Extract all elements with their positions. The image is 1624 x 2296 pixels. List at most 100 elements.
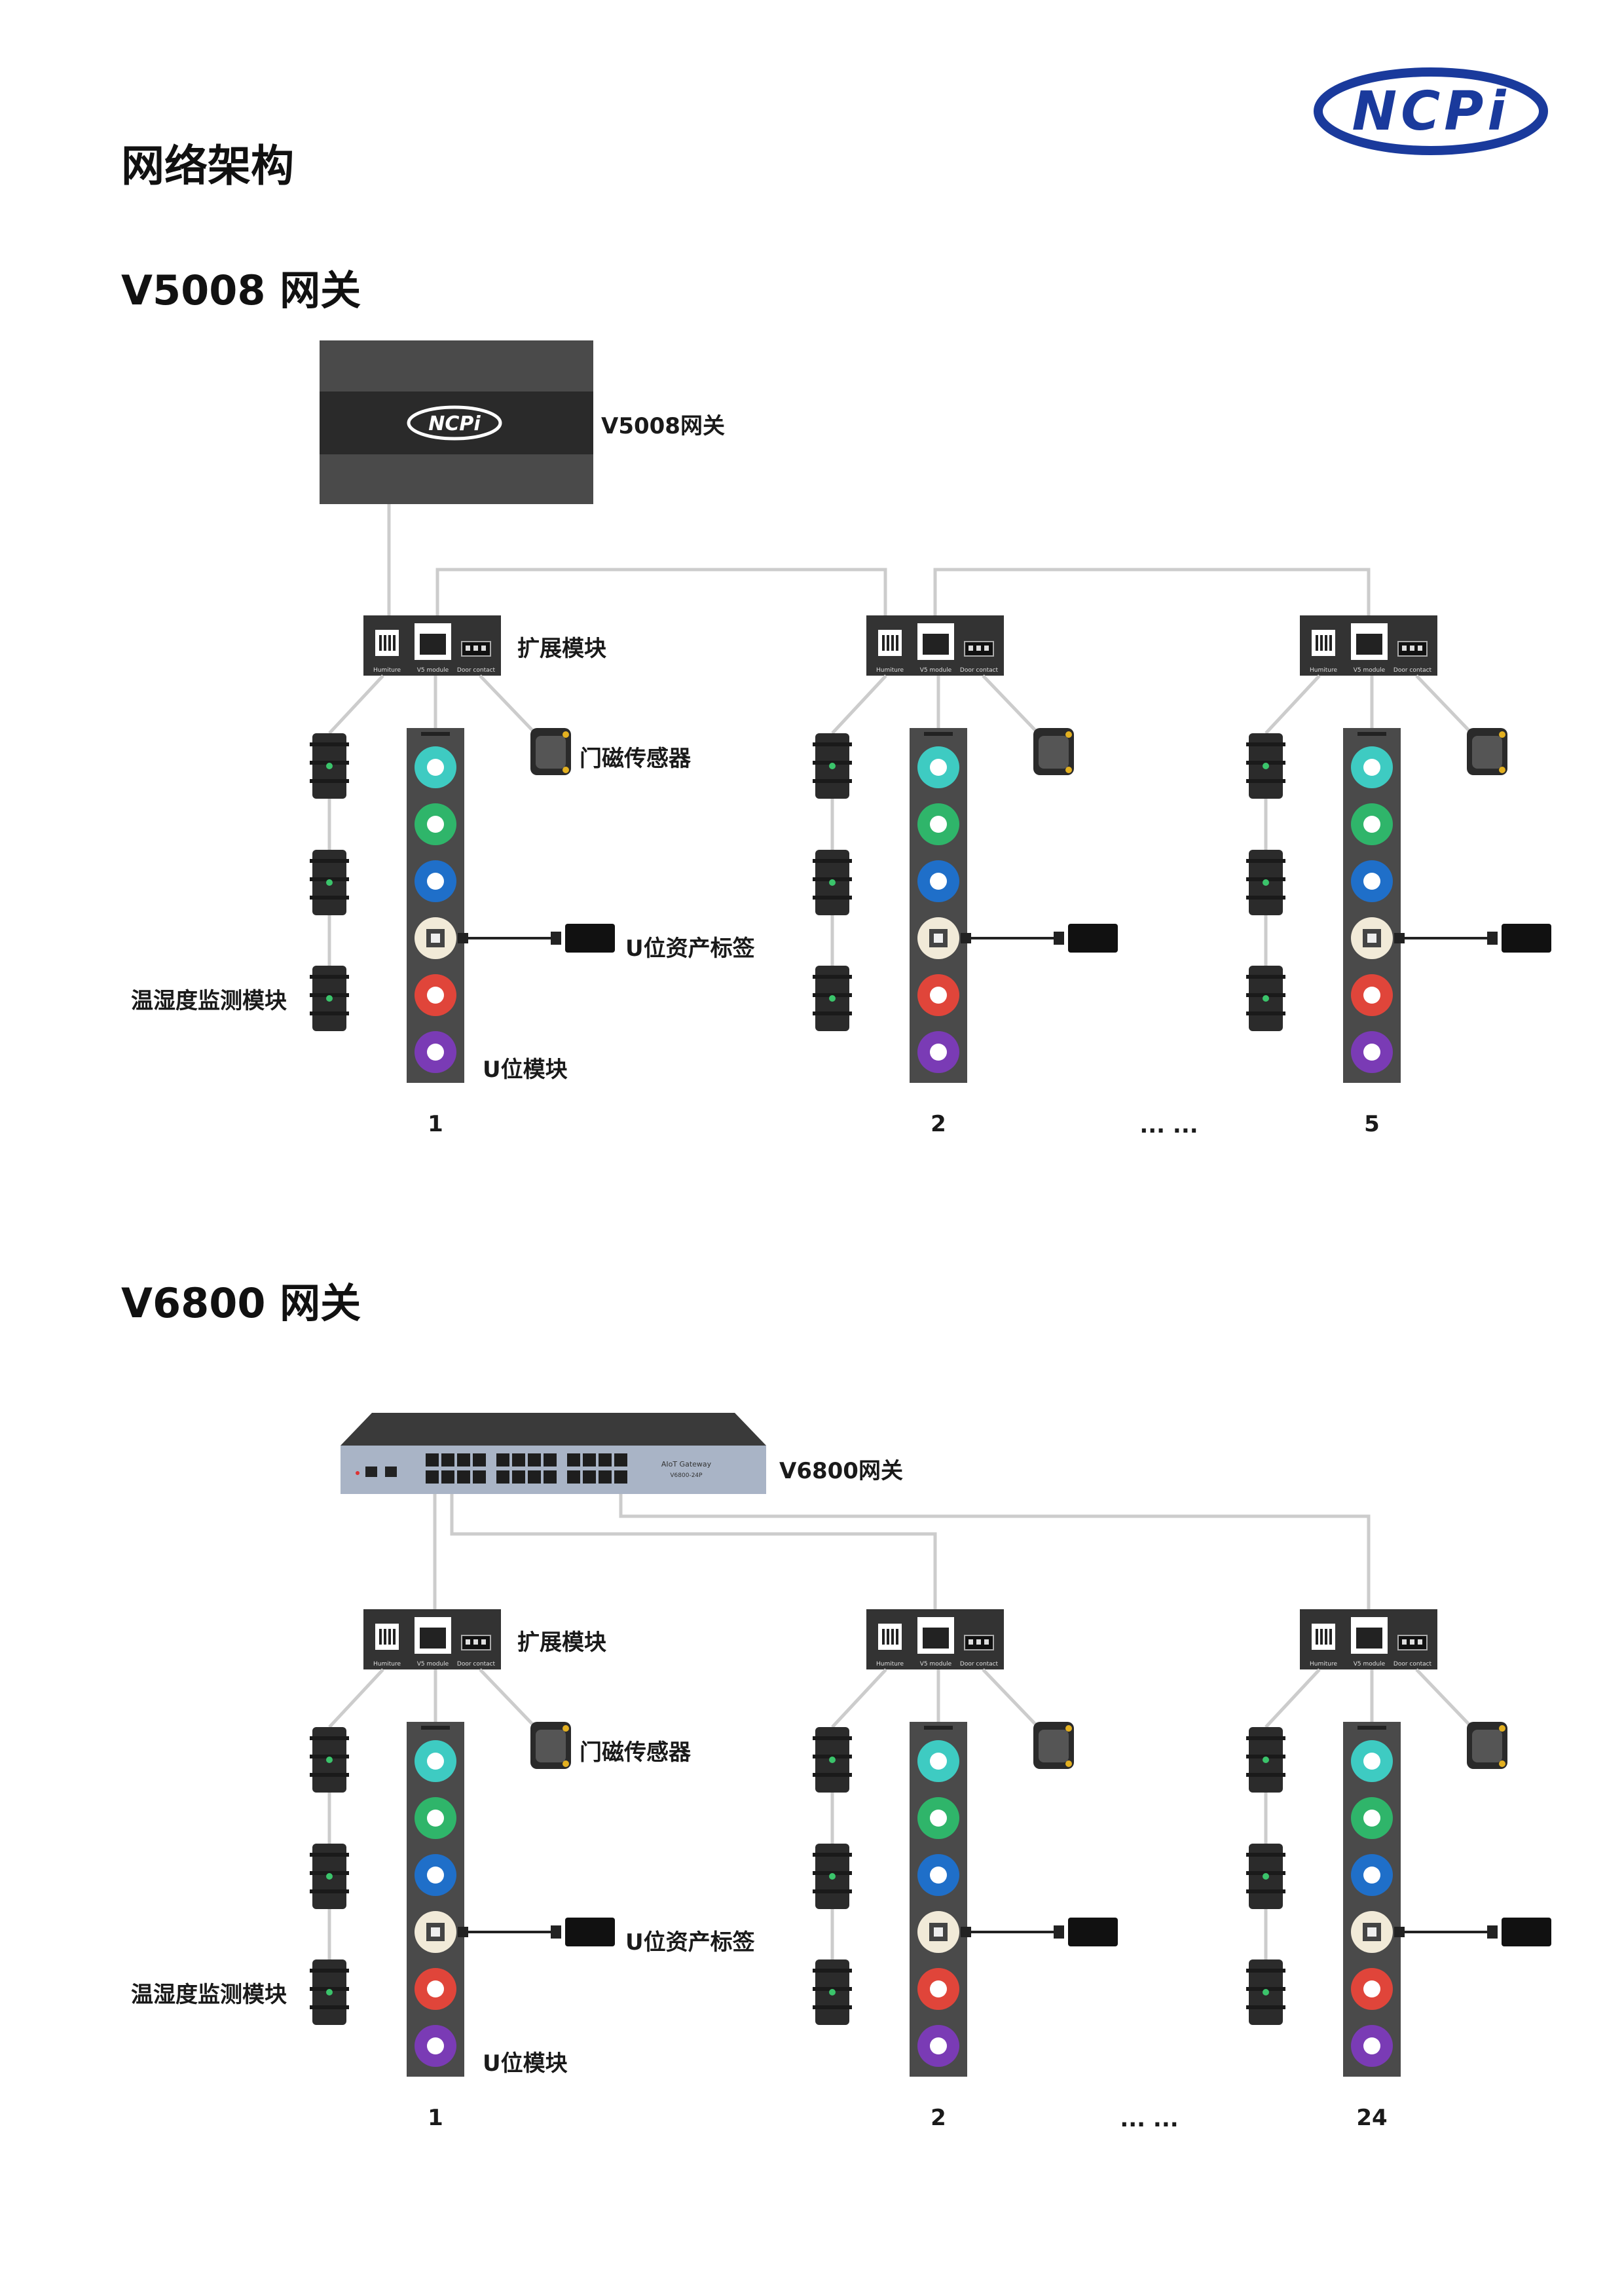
sensor-rib [813,1853,852,1857]
sensor-rib [813,1969,852,1973]
qr-code-icon [1367,934,1376,943]
ethernet-port [473,1470,486,1484]
connection-line [435,568,887,615]
temp-humidity-sensor [310,850,349,915]
door-sensor-screw [563,1725,569,1732]
rj45-socket [923,634,949,655]
u-position-ring-center [930,1044,947,1061]
u-position-module [910,1722,967,2077]
connection-line [831,674,887,735]
sensor-rib [813,742,852,746]
sensor-rib [310,859,349,863]
connection-line [1264,674,1321,735]
temp-humidity-sensor [1246,1727,1285,1793]
port-pin [473,1639,478,1645]
port-pin [891,635,894,651]
u-position-ring-center [1363,1753,1380,1770]
sensor-led [1263,763,1269,769]
sensor-rib [1246,1969,1285,1973]
sensor-rib [1246,1889,1285,1893]
sensor-rib [310,1853,349,1857]
u-position-ring-center [427,873,444,890]
sensor-led [1263,879,1269,886]
sensor-rib [310,1969,349,1973]
label-door-sensor: 门磁传感器 [580,746,692,772]
u-position-ring-center [427,1044,444,1061]
temp-humidity-sensor [813,1727,852,1793]
u-position-ring-center [930,759,947,776]
door-sensor-screw [1499,731,1505,738]
port-pin [1316,1629,1318,1645]
qr-code-icon [934,934,943,943]
door-sensor-screw [563,1760,569,1767]
door-sensor-face [536,1730,566,1762]
ethernet-port [528,1453,541,1467]
sensor-rib [1246,779,1285,783]
label-temp-humidity: 温湿度监测模块 [131,988,287,1014]
port-label: Humiture [876,1661,904,1667]
sensor-rib [1246,2005,1285,2009]
port-pin [1402,1639,1407,1645]
u-module-slot [924,732,953,736]
tag-plug [1054,932,1064,945]
label-expansion-module: 扩展模块 [517,1630,606,1656]
sensor-rib [310,896,349,900]
sensor-led [829,879,836,886]
ethernet-port [614,1470,627,1484]
tag-body [1068,1918,1118,1946]
port-pin [882,1629,885,1645]
port-label: Door contact [457,667,496,674]
qr-code-icon [1367,1927,1376,1937]
port-pin [379,635,382,651]
sensor-led [1263,1757,1269,1763]
tag-connector [1394,933,1405,943]
tag-body [565,1918,615,1946]
port-pin [384,635,386,651]
port-pin [984,646,989,651]
u-module-slot [924,1726,953,1730]
u-position-ring-center [1363,1980,1380,1997]
ethernet-port [496,1470,509,1484]
sensor-led [326,1989,333,1995]
ethernet-port [583,1470,596,1484]
temp-humidity-sensor [813,850,852,915]
rj45-socket [1356,634,1382,655]
connection-line [479,674,542,740]
uplink-port [385,1467,397,1477]
tag-plug [1487,932,1498,945]
port-pin [1402,646,1407,651]
u-asset-tag [458,924,615,953]
port-pin [1325,1629,1327,1645]
door-sensor-screw [1065,1760,1072,1767]
label-door-sensor: 门磁传感器 [580,1740,692,1766]
ethernet-port [473,1453,486,1467]
rj45-socket [923,1628,949,1649]
u-position-ring-center [1363,1044,1380,1061]
unit-number: 5 [1364,1111,1380,1137]
tag-body [1502,924,1551,953]
ethernet-port [614,1453,627,1467]
sensor-rib [813,1889,852,1893]
sensor-rib [1246,1773,1285,1777]
port-pin [388,635,391,651]
door-sensor-face [536,736,566,769]
label-temp-humidity: 温湿度监测模块 [131,1982,287,2008]
v5008-gateway: NCPi [320,340,593,504]
ethernet-port [457,1453,470,1467]
port-pin [466,1639,470,1645]
port-label: Humiture [876,667,904,674]
u-position-module [407,728,464,1083]
temp-humidity-sensor [1246,733,1285,799]
sensor-rib [1246,1011,1285,1015]
unit-number: 2 [931,1111,946,1137]
port-pin [384,1629,386,1645]
u-asset-tag [1394,924,1551,953]
door-sensor-screw [563,767,569,773]
